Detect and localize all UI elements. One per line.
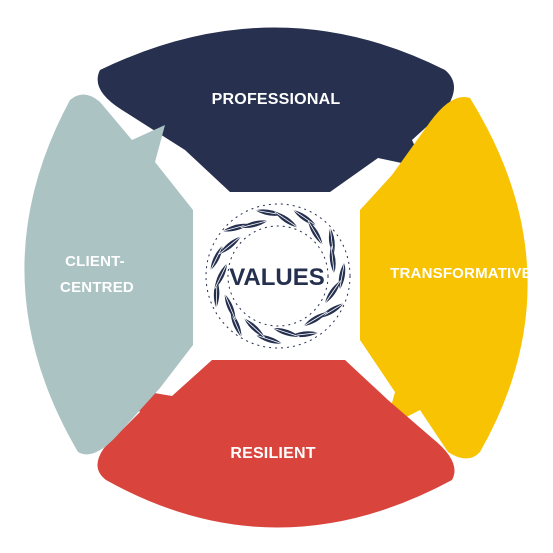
transformative-label: TRANSFORMATIVE: [390, 265, 532, 282]
resilient-label: RESILIENT: [230, 445, 315, 462]
professional-segment: [97, 27, 454, 192]
values-label: VALUES: [229, 264, 325, 291]
transformative-segment: [360, 97, 528, 459]
professional-label: PROFESSIONAL: [212, 91, 341, 108]
client-centred-label-line-1: CLIENT-: [65, 253, 125, 270]
client-centred-segment: [24, 94, 194, 455]
resilient-segment: [97, 360, 455, 528]
feather-wreath-icon: [205, 203, 351, 349]
client-centred-label-line-2: CENTRED: [60, 279, 134, 296]
